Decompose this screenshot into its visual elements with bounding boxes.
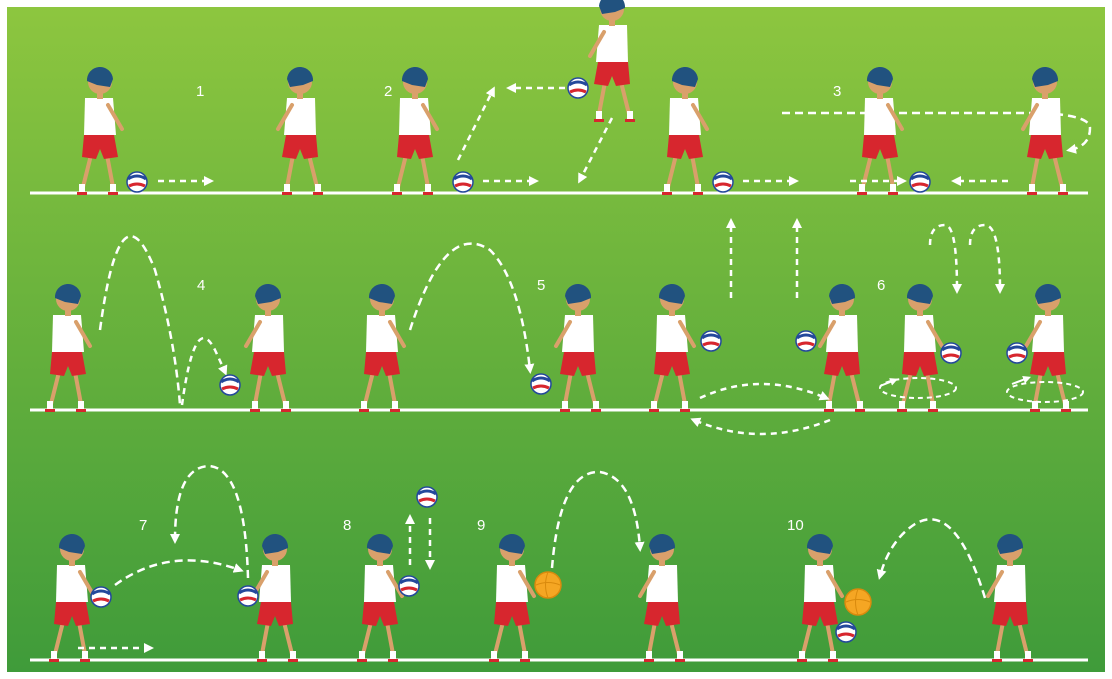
ball-icon — [701, 331, 721, 351]
drill-number-3: 3 — [833, 83, 841, 100]
ball-icon — [836, 622, 856, 642]
ball-icon — [713, 172, 733, 192]
drill-number-2: 2 — [384, 83, 392, 100]
ball-icon — [941, 343, 961, 363]
ball-icon — [531, 374, 551, 394]
ball-icon — [220, 375, 240, 395]
ball-icon — [453, 172, 473, 192]
drill-number-7: 7 — [139, 517, 147, 534]
ball-icon — [568, 78, 588, 98]
ball-icon — [238, 586, 258, 606]
drill-number-8: 8 — [343, 517, 351, 534]
ball-icon — [417, 487, 437, 507]
volleyball-icon — [845, 589, 871, 615]
drill-number-5: 5 — [537, 277, 545, 294]
drill-number-4: 4 — [197, 277, 205, 294]
drill-number-10: 10 — [787, 517, 804, 534]
ball-icon — [91, 587, 111, 607]
ball-icon — [127, 172, 147, 192]
ball-icon — [399, 576, 419, 596]
volleyball-icon — [535, 572, 561, 598]
ball-icon — [796, 331, 816, 351]
ball-icon — [1007, 343, 1027, 363]
drill-number-9: 9 — [477, 517, 485, 534]
drill-number-6: 6 — [877, 277, 885, 294]
ball-icon — [910, 172, 930, 192]
drill-number-1: 1 — [196, 83, 204, 100]
